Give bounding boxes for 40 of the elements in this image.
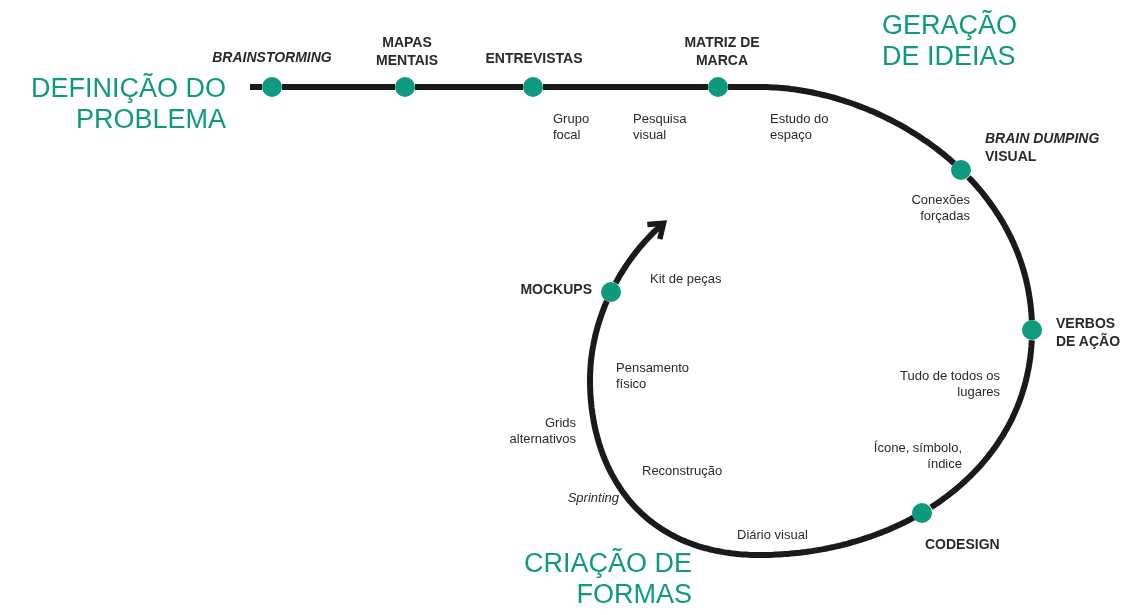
step-label: MATRIZ DE MARCA <box>683 34 761 69</box>
milestone-dot <box>912 502 933 523</box>
arrow <box>613 220 667 285</box>
path-line <box>587 298 916 558</box>
method-label: Estudo do espaço <box>770 111 830 144</box>
milestone-dot <box>951 160 972 181</box>
milestone-dot <box>262 77 282 97</box>
phase-title: DEFINIÇÃO DO PROBLEMA <box>30 73 226 136</box>
path-line <box>415 84 523 90</box>
phase-title: CRIAÇÃO DE FORMAS <box>522 548 692 611</box>
method-label: Ícone, símbolo, índice <box>872 440 962 473</box>
milestone-dot <box>1022 320 1042 341</box>
path-line <box>929 340 1035 510</box>
phase-title: GERAÇÃO DE IDEIAS <box>882 10 1019 73</box>
path-line <box>250 84 262 90</box>
step-label: MOCKUPS <box>519 281 592 299</box>
method-label: Reconstrução <box>642 463 724 480</box>
method-label: Grids alternativos <box>508 415 576 448</box>
step-label: MAPAS MENTAIS <box>375 34 439 69</box>
method-label: Kit de peças <box>650 271 723 288</box>
method-label: Pesquisa visual <box>633 111 688 144</box>
method-label: Sprinting <box>566 490 619 507</box>
step-label: CODESIGN <box>925 536 1001 554</box>
path-line <box>966 175 1035 323</box>
milestone-dot <box>601 281 622 302</box>
step-label: BRAINSTORMING <box>211 49 333 67</box>
path-line <box>543 84 708 90</box>
step-label: BRAIN DUMPING VISUAL <box>985 130 1101 165</box>
milestone-dot <box>523 77 543 97</box>
method-label: Tudo de todos os lugares <box>900 368 1000 401</box>
method-label: Grupo focal <box>553 111 591 144</box>
step-label: VERBOS DE AÇÃO <box>1056 315 1122 350</box>
milestone-dot <box>708 77 728 97</box>
method-label: Conexões forçadas <box>910 192 970 225</box>
method-label: Diário visual <box>737 527 809 544</box>
method-label: Pensamento físico <box>616 360 690 393</box>
path-line <box>728 84 957 166</box>
milestone-dot <box>395 77 415 97</box>
path-line <box>282 84 396 90</box>
step-label: ENTREVISTAS <box>484 50 584 68</box>
